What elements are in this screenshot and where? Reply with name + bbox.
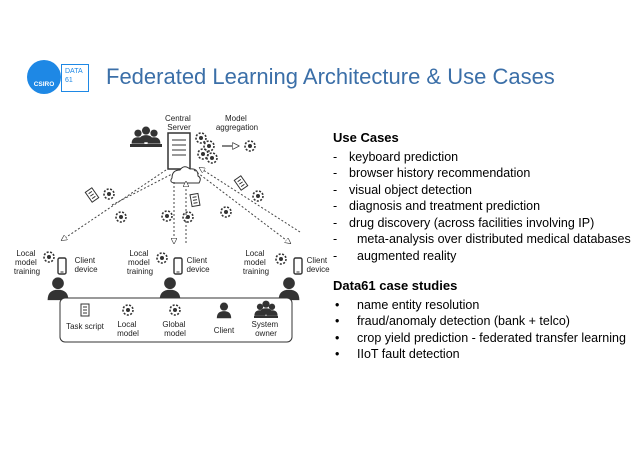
- list-item: IIoT fault detection: [333, 346, 633, 363]
- list-item: drug discovery (across facilities involv…: [333, 215, 633, 232]
- use-cases-list: keyboard prediction browser history reco…: [333, 149, 633, 265]
- client-3-training-label: Local model training: [243, 249, 269, 276]
- client-1: Local model training Client device: [14, 249, 98, 301]
- case-studies-list: name entity resolution fraud/anomaly det…: [333, 297, 633, 363]
- list-item: name entity resolution: [333, 297, 633, 314]
- csiro-logo: CSIRO: [27, 60, 61, 94]
- svg-text:Global model: Global model: [162, 320, 187, 338]
- case-studies-heading: Data61 case studies: [333, 278, 458, 293]
- list-item: visual object detection: [333, 182, 633, 199]
- central-server-icon: [167, 132, 191, 170]
- use-cases-heading: Use Cases: [333, 130, 399, 145]
- client-2-training-label: Local model training: [127, 249, 153, 276]
- legend-system-owner: System owner: [252, 300, 281, 338]
- central-server-label: Central Server: [165, 114, 193, 132]
- list-item: crop yield prediction - federated transf…: [333, 330, 633, 347]
- client-2-device-label: Client device: [186, 256, 210, 274]
- list-item: diagnosis and treatment prediction: [333, 198, 633, 215]
- client-1-training-label: Local model training: [14, 249, 40, 276]
- list-item: browser history recommendation: [333, 165, 633, 182]
- legend-local-model: Local model: [117, 304, 139, 338]
- client-2: Local model training Client device: [127, 249, 210, 301]
- svg-text:Client: Client: [214, 326, 235, 335]
- client-1-device-label: Client device: [74, 256, 98, 274]
- local-models-stack-icon: [195, 132, 218, 164]
- cloud-icon: [170, 166, 201, 184]
- legend: Task script Local model Global model Cli…: [59, 297, 293, 343]
- svg-text:Task script: Task script: [66, 322, 105, 331]
- list-item: fraud/anomaly detection (bank + telco): [333, 313, 633, 330]
- client-3: Local model training Client device: [243, 249, 330, 301]
- list-item: augmented reality: [333, 248, 633, 265]
- global-model-icon: [244, 140, 256, 152]
- legend-client: Client: [214, 302, 235, 335]
- text-panel: Use Cases keyboard prediction browser hi…: [333, 130, 633, 363]
- svg-text:Local model: Local model: [117, 320, 139, 338]
- header-logos: CSIRO DATA 61: [27, 60, 89, 96]
- connection-lines: [62, 168, 301, 243]
- data61-logo: DATA 61: [61, 64, 89, 92]
- page-title: Federated Learning Architecture & Use Ca…: [106, 64, 555, 89]
- legend-global-model: Global model: [162, 304, 187, 338]
- legend-task-script: Task script: [66, 303, 105, 331]
- system-owner-icon: [130, 126, 162, 147]
- svg-text:System owner: System owner: [252, 320, 281, 338]
- client-3-device-label: Client device: [306, 256, 330, 274]
- list-item: keyboard prediction: [333, 149, 633, 166]
- model-aggregation-label: Model aggregation: [216, 114, 258, 132]
- list-item: meta-analysis over distributed medical d…: [333, 231, 633, 248]
